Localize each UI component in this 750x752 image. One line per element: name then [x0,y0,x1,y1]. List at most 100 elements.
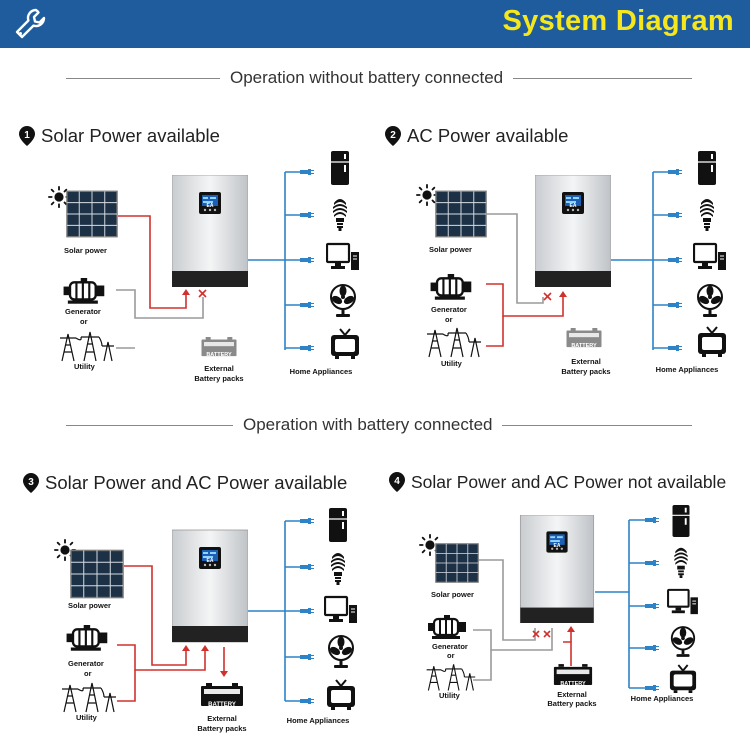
svg-text:2: 2 [390,130,396,141]
bulb-icon [674,547,688,578]
computer-icon [324,595,358,625]
label-external: External [571,357,601,366]
label-utility: Utility [76,713,98,722]
panel-title-text: Solar Power available [41,125,220,146]
label-home-appliances: Home Appliances [631,694,694,703]
brand-logo: EA [554,543,561,549]
wrench-icon [15,8,46,39]
inverter-icon [535,175,611,287]
plug-icon [668,344,682,352]
number-3-pin-icon: 3 [23,473,39,493]
label-home-appliances: Home Appliances [287,716,350,725]
plug-icon [300,211,314,219]
blocked-x-icon [198,289,207,298]
computer-icon [326,242,360,272]
panel-title-2: 2 AC Power available [384,125,568,147]
label-battery-packs: Battery packs [561,367,610,376]
fridge-icon [671,504,691,538]
label-generator: Generator [68,659,104,668]
generator-icon [62,278,106,305]
computer-icon [667,588,699,616]
plug-icon [300,256,314,264]
fan-icon [696,284,724,318]
generator-icon [65,625,109,652]
label-battery-packs: Battery packs [194,374,243,383]
label-utility: Utility [441,359,463,368]
label-external: External [207,714,237,723]
svg-text:4: 4 [394,476,400,487]
utility-tower-icon [426,663,476,692]
battery-label: BATTERY [206,352,232,358]
plug-icon [300,563,314,571]
label-home-appliances: Home Appliances [656,365,719,374]
generator-icon [429,274,473,301]
utility-tower-icon [426,327,482,358]
section-heading-without-battery: Operation without battery connected [220,68,514,88]
bulb-icon [331,553,345,585]
number-4-pin-icon: 4 [389,472,405,492]
plug-icon [300,697,314,705]
fan-icon [329,284,357,318]
label-home-appliances: Home Appliances [290,367,353,376]
svg-text:1: 1 [24,130,30,141]
inverter-icon [519,515,595,623]
blocked-x-icon [543,292,552,301]
fan-icon [327,635,355,669]
label-generator: Generator [432,642,468,651]
plug-icon [668,301,682,309]
tv-icon [669,664,697,694]
brand-logo: EA [207,203,214,209]
label-or: or [447,651,455,660]
label-battery-packs: Battery packs [547,699,596,708]
plug-icon [300,517,314,525]
plug-icon [645,602,659,610]
label-utility: Utility [439,691,461,700]
label-generator: Generator [65,307,101,316]
label-or: or [84,669,92,678]
solar-panel-icon [435,190,487,238]
panel-title-3: 3 Solar Power and AC Power available [22,472,347,494]
plug-icon [668,168,682,176]
diagram-panel-4: Solar power Generator or Utility EA BATT… [419,504,699,708]
label-solar-power: Solar power [429,245,472,254]
plug-icon [300,653,314,661]
label-solar-power: Solar power [64,246,107,255]
fridge-icon [328,507,348,543]
label-or: or [445,315,453,324]
battery-label: BATTERY [571,343,597,349]
panel-title-text: Solar Power and AC Power available [45,472,348,493]
section-heading-with-battery: Operation with battery connected [233,415,503,435]
plug-icon [300,168,314,176]
tv-icon [330,328,360,360]
sun-icon [48,186,70,208]
inverter-icon [172,175,248,287]
label-external: External [204,364,234,373]
label-utility: Utility [74,362,96,371]
number-2-pin-icon: 2 [385,126,401,146]
tv-icon [697,326,727,358]
plug-icon [300,344,314,352]
solar-panel-icon [66,190,118,238]
svg-text:3: 3 [28,477,34,488]
plug-icon [645,684,659,692]
plug-icon [645,516,659,524]
solar-wire [118,215,187,309]
sun-icon [416,184,438,206]
generator-icon [426,615,468,641]
label-solar-power: Solar power [431,590,474,599]
diagram-panel-1: Solar power Generator or Utility EA BATT… [48,150,360,383]
fridge-icon [697,150,717,186]
inverter-icon [172,529,248,643]
panel-title-text: AC Power available [407,125,569,146]
utility-wire [116,289,204,319]
fan-icon [670,626,696,658]
plug-icon [300,301,314,309]
battery-label: BATTERY [208,702,236,708]
plug-icon [668,211,682,219]
header-bar: System Diagram [0,0,750,48]
plug-icon [300,607,314,615]
battery-label: BATTERY [560,681,586,687]
utility-tower-icon [61,682,117,713]
panel-title-text: Solar Power and AC Power not available [411,471,727,492]
utility-tower-icon [59,331,115,362]
